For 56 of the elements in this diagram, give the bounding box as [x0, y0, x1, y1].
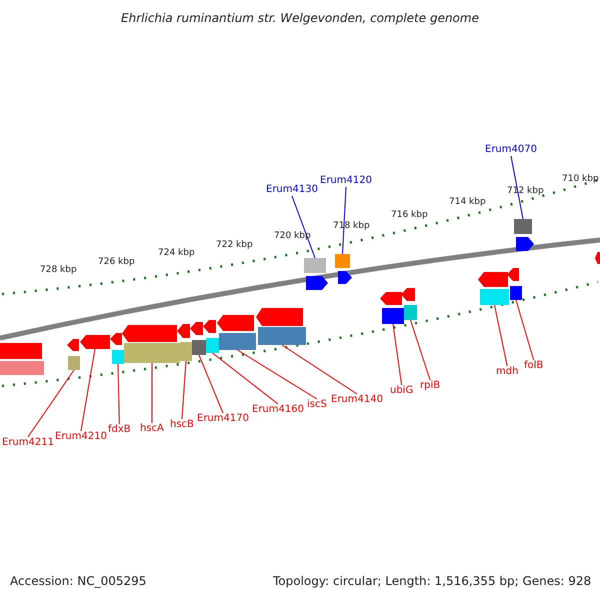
gene-bar	[258, 327, 306, 345]
gene-bar	[68, 356, 80, 370]
gene-bar	[112, 350, 124, 364]
footer-text: Accession: NC_005295	[10, 575, 146, 587]
gene-label: iscS	[307, 399, 327, 411]
leader-line	[118, 364, 120, 424]
leader-line	[151, 362, 152, 424]
leader-line	[198, 354, 224, 414]
title: Ehrlichia ruminantium str. Welgevonden, complete genome	[120, 12, 480, 24]
gene-bar	[304, 258, 326, 273]
gene-label: hscB	[170, 419, 194, 431]
gene-label: Erum4210	[55, 431, 107, 443]
leader-line	[342, 186, 346, 254]
scale-label: 714 kbp	[449, 196, 486, 208]
gene-bar	[404, 305, 417, 320]
gene-bar	[514, 219, 532, 234]
leader-line	[392, 324, 402, 386]
gene-bar	[180, 342, 192, 361]
gene-bar	[219, 333, 256, 350]
leader-line	[282, 344, 358, 394]
gene-label: Erum4211	[2, 437, 54, 449]
gene-label: mdh	[496, 366, 518, 378]
gene-bar	[480, 289, 509, 305]
leader-line	[237, 350, 318, 400]
gene-bar	[192, 340, 206, 355]
leader-line	[27, 370, 74, 438]
scale-label: 728 kbp	[40, 264, 77, 276]
gene-bar	[510, 286, 522, 300]
gene-label: Erum4140	[331, 394, 383, 406]
gene-bar	[206, 338, 219, 353]
scale-label: 710 kbp	[562, 173, 599, 185]
gene-label: Erum4130	[266, 184, 318, 196]
scale-label: 724 kbp	[158, 247, 195, 259]
gene-bar	[335, 254, 350, 268]
scale-label: 726 kbp	[98, 256, 135, 268]
leader-line	[212, 352, 278, 404]
gene-label: folB	[524, 360, 544, 372]
leader-line	[80, 348, 96, 432]
gene-bar	[124, 343, 180, 363]
gene-label: Erum4160	[252, 404, 304, 416]
gene-label: rpiB	[420, 380, 440, 392]
leader-line	[516, 300, 534, 360]
gene-label: Erum4120	[320, 175, 372, 187]
leader-line	[291, 196, 316, 258]
leader-line	[494, 304, 508, 366]
gene-label: ubiG	[390, 385, 414, 397]
gene-label: Erum4070	[485, 144, 537, 156]
scale-label: 716 kbp	[391, 209, 428, 221]
scale-label: 722 kbp	[216, 239, 253, 251]
leader-line	[181, 360, 186, 420]
gene-label: fdxB	[108, 424, 131, 436]
footer-text: Topology: circular; Length: 1,516,355 bp; Genes: 928	[273, 575, 592, 587]
leader-line	[410, 320, 431, 380]
gene-bar	[382, 308, 404, 324]
gene-label: hscA	[140, 423, 164, 435]
gene-label: Erum4170	[197, 413, 249, 425]
